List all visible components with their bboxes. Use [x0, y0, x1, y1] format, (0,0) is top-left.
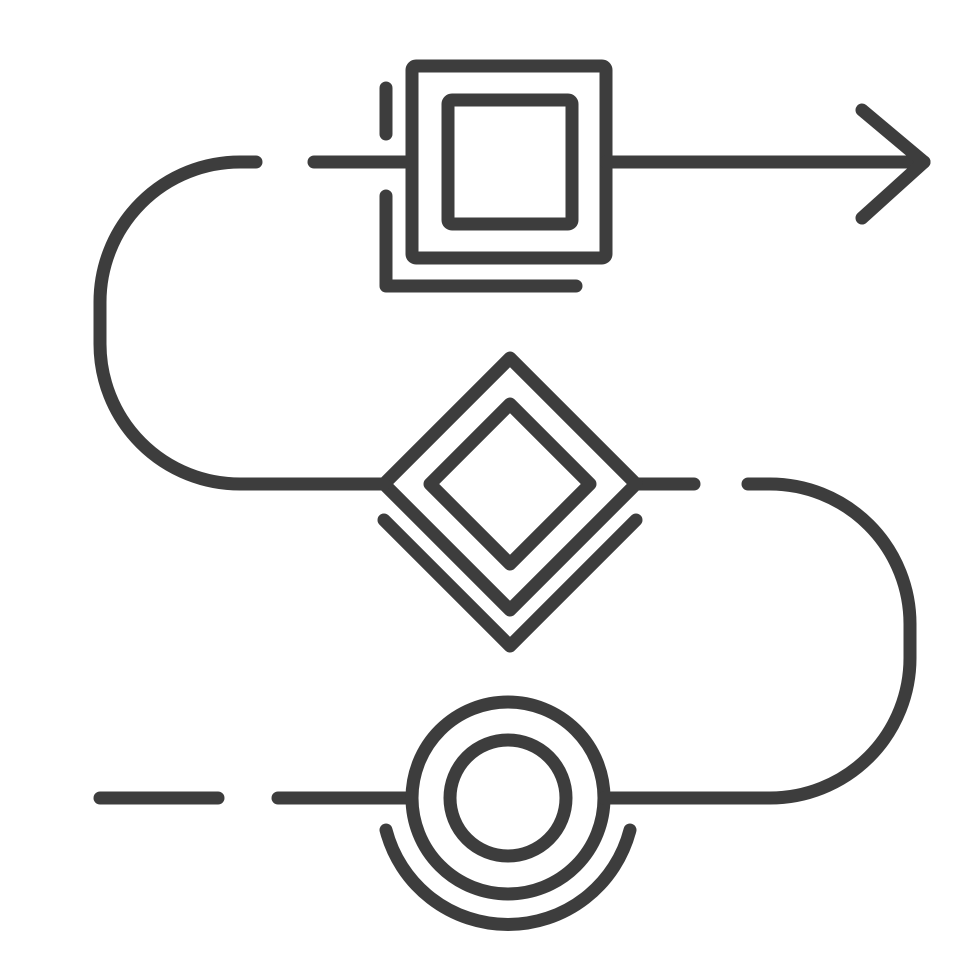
arrow-right-icon: [599, 103, 931, 225]
connector-circle-to-diamond: [597, 477, 917, 805]
process-square-inner: [441, 93, 579, 231]
process-square-node: [379, 59, 613, 293]
arrow-head: [855, 103, 931, 225]
decision-diamond-node: [377, 351, 643, 653]
decision-diamond-outer: [377, 351, 643, 617]
start-circle-outer: [405, 695, 611, 901]
decision-diamond-shadow: [377, 513, 643, 653]
start-circle-inner: [443, 733, 573, 863]
process-square-shadow: [379, 189, 583, 293]
start-circle-node: [93, 695, 637, 931]
decision-diamond-inner: [423, 397, 597, 571]
start-circle-shadow-arc: [379, 823, 637, 931]
connector-diamond-to-square: [93, 155, 391, 491]
